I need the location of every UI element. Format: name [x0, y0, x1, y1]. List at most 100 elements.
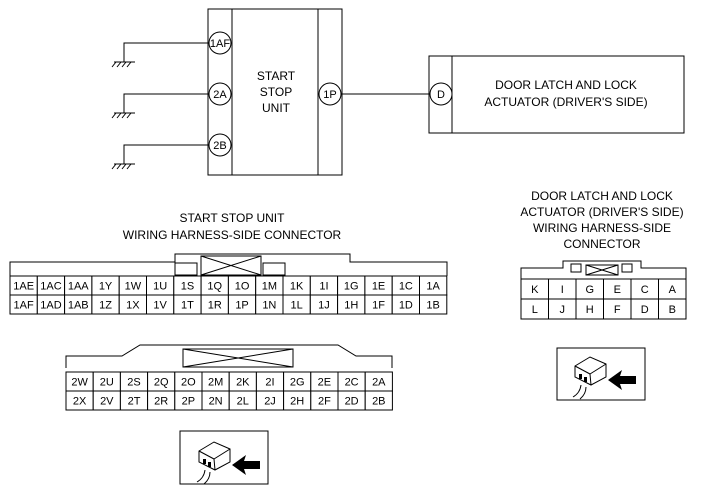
pin-label: 1H	[344, 299, 358, 311]
ground-symbol-icon	[111, 112, 135, 119]
pin-label: 1A	[426, 280, 440, 292]
pin-label: 2V	[100, 395, 114, 407]
ssu-connector-caption-2: WIRING HARNESS-SIDE CONNECTOR	[123, 228, 342, 242]
actuator-connector-caption-1: DOOR LATCH AND LOCK	[531, 189, 673, 203]
pin-label: D	[641, 304, 649, 316]
pin-label: 1Z	[99, 299, 112, 311]
pin-label: 1AA	[68, 280, 89, 292]
pin-cell	[364, 390, 393, 411]
pin-label: 1I	[319, 280, 328, 292]
terminal-1p-label: 1P	[323, 89, 336, 101]
pin-label: 1O	[235, 280, 250, 292]
pin-label: 2R	[154, 395, 168, 407]
pin-label: 1F	[372, 299, 385, 311]
pin-label: G	[585, 284, 594, 296]
pin-label: 1S	[181, 280, 194, 292]
pin-label: 2O	[181, 376, 196, 388]
pin-label: 1P	[235, 299, 248, 311]
actuator-connector: K I G E C A L J H F D B	[520, 260, 687, 320]
actuator-label-line-1: DOOR LATCH AND LOCK	[495, 78, 637, 92]
pin-label: 2D	[345, 395, 359, 407]
terminal-d-circle	[429, 82, 453, 106]
pin-label: 1L	[291, 299, 303, 311]
pin-label: 2T	[128, 395, 141, 407]
pin-label: 1N	[262, 299, 276, 311]
pin-label: 1G	[344, 280, 359, 292]
ground-symbol-icon	[111, 61, 135, 68]
actuator-label-line-2: ACTUATOR (DRIVER'S SIDE)	[484, 95, 647, 109]
pin-label: 2K	[236, 376, 250, 388]
pin-label: H	[586, 304, 594, 316]
pin-label: 2G	[290, 376, 305, 388]
pin-label: 1X	[126, 299, 140, 311]
pin-label: 2H	[290, 395, 304, 407]
pin-label: 1Y	[99, 280, 113, 292]
arrow-icon	[232, 455, 260, 475]
pin-label: 2F	[318, 395, 331, 407]
pin-label: A	[669, 284, 677, 296]
pin-label: 2A	[372, 376, 386, 388]
pin-label: L	[532, 304, 538, 316]
pin-label: 2I	[265, 376, 274, 388]
pin-label: 2C	[345, 376, 359, 388]
pin-label: 2X	[73, 395, 87, 407]
pin-label: B	[669, 304, 676, 316]
pin-label: 2B	[372, 395, 385, 407]
terminal-2b-label: 2B	[213, 140, 226, 152]
pin-cell	[419, 294, 448, 315]
actuator-connector-caption-4: CONNECTOR	[563, 237, 640, 251]
arrow-icon	[608, 370, 636, 390]
pin-label: 2L	[237, 395, 249, 407]
pin-label: I	[561, 284, 564, 296]
pin-label: 2M	[208, 376, 223, 388]
actuator-connector-caption-2: ACTUATOR (DRIVER'S SIDE)	[520, 205, 683, 219]
door-latch-actuator: D DOOR LATCH AND LOCK ACTUATOR (DRIVER'S…	[428, 55, 685, 134]
pin-label: 1AC	[40, 280, 61, 292]
unit-label-line-3: UNIT	[262, 101, 291, 115]
pin-label: 1M	[262, 280, 277, 292]
pin-label: 1AB	[68, 299, 89, 311]
pin-label: 1U	[153, 280, 167, 292]
pin-label: J	[560, 304, 566, 316]
pin-label: 1AE	[13, 280, 34, 292]
pin-label: 1Q	[207, 280, 222, 292]
ground-symbol-icon	[111, 163, 135, 170]
pin-label: 1J	[318, 299, 330, 311]
pin-label: 1K	[290, 280, 304, 292]
terminal-d-label: D	[437, 89, 445, 101]
pin-label: 1W	[125, 280, 142, 292]
unit-label-line-1: START	[257, 69, 296, 83]
connector-view-icon	[179, 430, 269, 485]
actuator-connector-caption-3: WIRING HARNESS-SIDE	[533, 221, 671, 235]
pin-label: C	[641, 284, 649, 296]
ground-wire-1af	[123, 42, 209, 62]
unit-label-line-2: STOP	[260, 85, 292, 99]
pin-cell	[658, 298, 687, 320]
pin-label: 1AF	[14, 299, 34, 311]
pin-label: 2E	[318, 376, 331, 388]
pin-label: 2S	[127, 376, 140, 388]
pin-label: 1AD	[40, 299, 61, 311]
pin-label: 1B	[426, 299, 439, 311]
pin-label: K	[531, 284, 539, 296]
actuator-body	[428, 55, 685, 134]
pin-label: E	[614, 284, 621, 296]
pin-label: 2J	[264, 395, 276, 407]
ground-wire-2a	[123, 93, 209, 113]
pin-label: F	[614, 304, 621, 316]
pin-label: 1R	[208, 299, 222, 311]
pin-label: 2U	[100, 376, 114, 388]
connector-view-icon	[556, 347, 646, 401]
ssu-connector-caption-1: START STOP UNIT	[180, 211, 286, 225]
pin-label: 1D	[399, 299, 413, 311]
pin-label: 2W	[71, 376, 88, 388]
pin-label: 2N	[209, 395, 223, 407]
terminal-1af-label: 1AF	[210, 38, 230, 50]
pin-label: 1V	[153, 299, 167, 311]
ground-wire-2b	[123, 144, 209, 164]
pin-label: 1T	[181, 299, 194, 311]
pin-label: 2Q	[154, 376, 169, 388]
